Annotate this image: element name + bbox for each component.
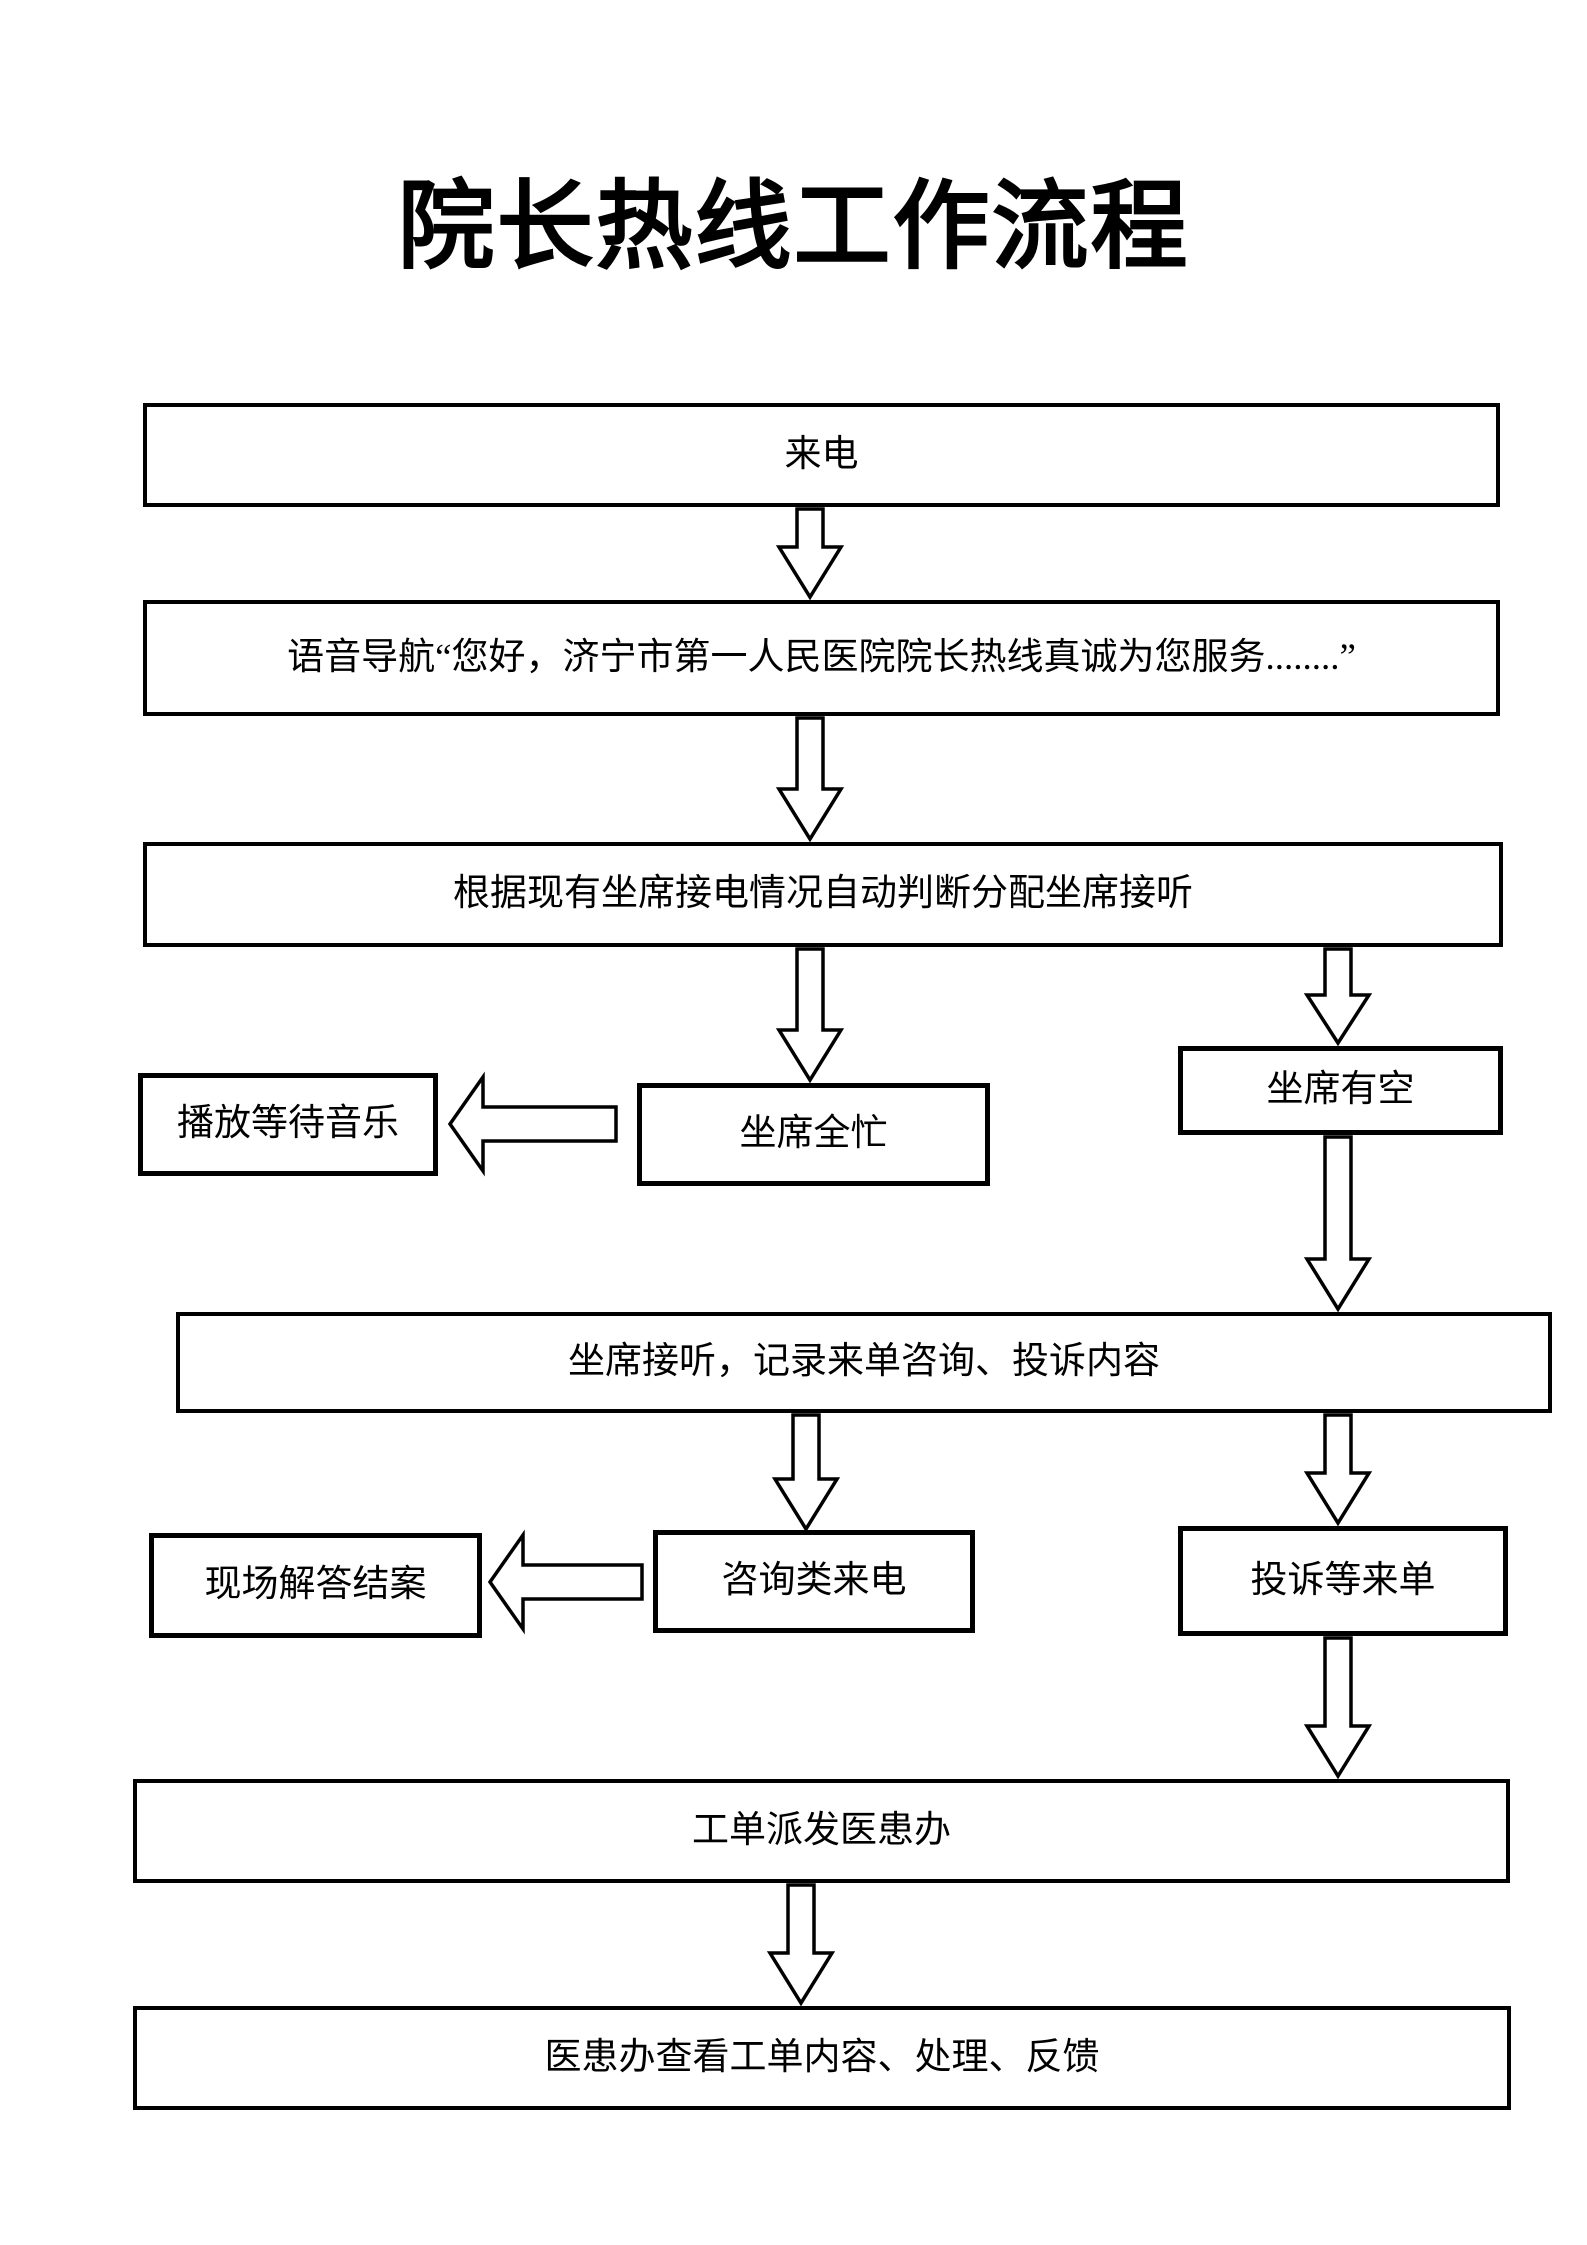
page-title: 院长热线工作流程 (397, 174, 1190, 281)
arrow-complaint-order-to-dispatch (1303, 1636, 1373, 1780)
flow-box-answer-and-record: 坐席接听，记录来单咨询、投诉内容 (176, 1312, 1552, 1413)
flow-box-consultation-call: 咨询类来电 (653, 1530, 975, 1633)
flow-box-incoming-call: 来电 (143, 403, 1500, 507)
flow-box-onsite-answer-close: 现场解答结案 (149, 1533, 482, 1638)
flow-box-seat-available: 坐席有空 (1178, 1046, 1503, 1135)
arrow-all-busy-to-play-music (447, 1071, 618, 1177)
flow-box-complaint-order: 投诉等来单 (1178, 1526, 1508, 1636)
arrow-record-to-consult-call (771, 1413, 841, 1533)
flow-box-all-seats-busy: 坐席全忙 (637, 1083, 990, 1186)
arrow-incoming-to-voice-nav (775, 507, 845, 601)
arrow-seat-free-to-record (1303, 1135, 1373, 1313)
arrow-auto-assign-to-seat-free (1303, 947, 1373, 1047)
arrow-record-to-complaint-order (1303, 1413, 1373, 1527)
arrow-voice-nav-to-auto-assign (775, 716, 845, 843)
flow-box-voice-navigation: 语音导航“您好，济宁市第一人民医院院长热线真诚为您服务........” (143, 600, 1500, 716)
flow-box-review-handle-feedback: 医患办查看工单内容、处理、反馈 (133, 2006, 1511, 2110)
flow-box-dispatch-work-order: 工单派发医患办 (133, 1779, 1510, 1883)
arrow-consult-call-to-onsite-close (487, 1529, 644, 1635)
arrow-dispatch-to-review (766, 1883, 836, 2007)
arrow-auto-assign-to-all-busy (775, 947, 845, 1084)
flow-box-play-waiting-music: 播放等待音乐 (138, 1073, 438, 1176)
flow-box-auto-assign-seat: 根据现有坐席接电情况自动判断分配坐席接听 (143, 842, 1503, 947)
